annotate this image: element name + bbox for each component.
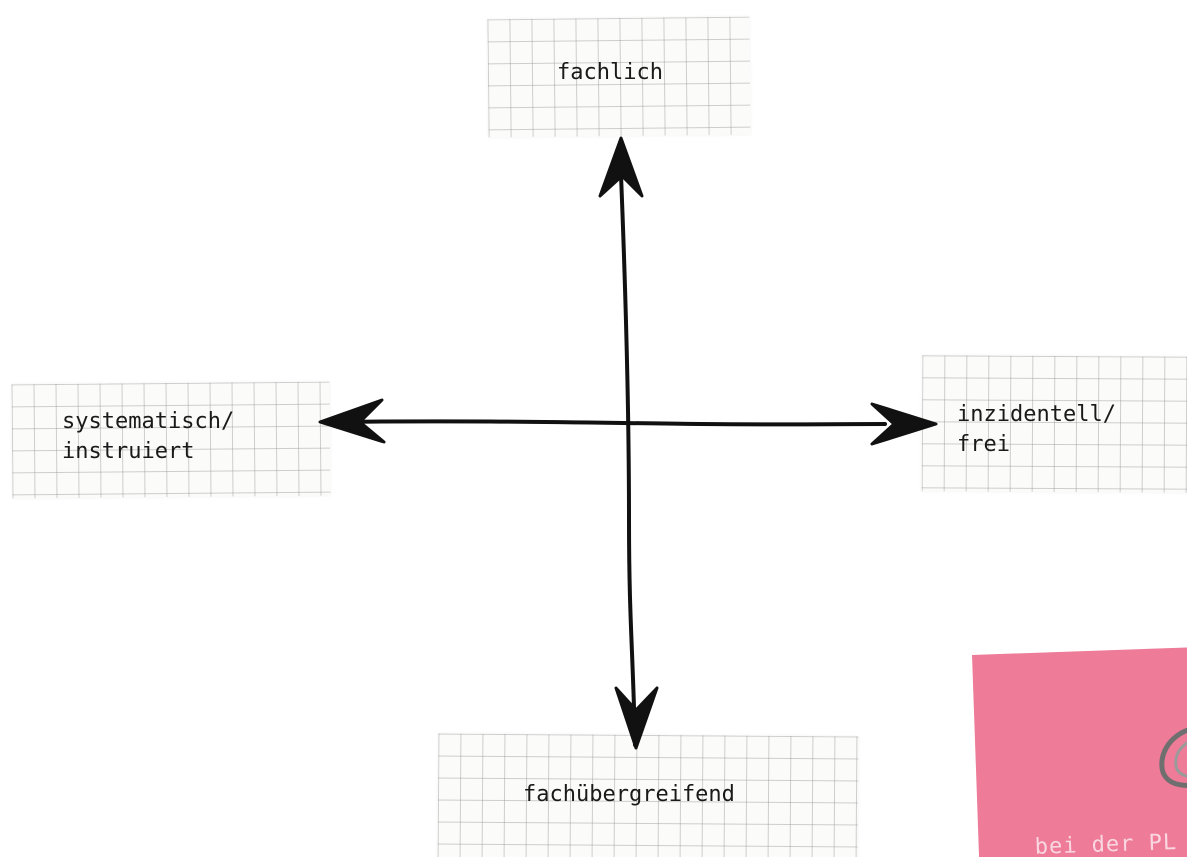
label-bottom: fachübergreifend bbox=[523, 780, 735, 810]
label-top-text: fachlich bbox=[557, 60, 663, 85]
label-left-line1: systematisch/ bbox=[62, 407, 234, 437]
label-right-line2: frei bbox=[957, 430, 1116, 460]
pink-sticky-note: bei der PL bbox=[972, 647, 1187, 857]
paperclip-icon bbox=[1150, 718, 1187, 800]
label-right: inzidentell/ frei bbox=[957, 400, 1116, 460]
arrowhead-down-icon bbox=[616, 688, 657, 748]
sticky-note-text: bei der PL bbox=[1034, 830, 1177, 857]
label-left: systematisch/ instruiert bbox=[62, 407, 234, 467]
label-right-line1: inzidentell/ bbox=[957, 400, 1116, 430]
label-bottom-text: fachübergreifend bbox=[523, 782, 735, 807]
horizontal-axis-line bbox=[340, 421, 885, 424]
vertical-axis-line bbox=[621, 175, 635, 745]
label-top: fachlich bbox=[557, 58, 663, 88]
label-left-line2: instruiert bbox=[62, 437, 234, 467]
